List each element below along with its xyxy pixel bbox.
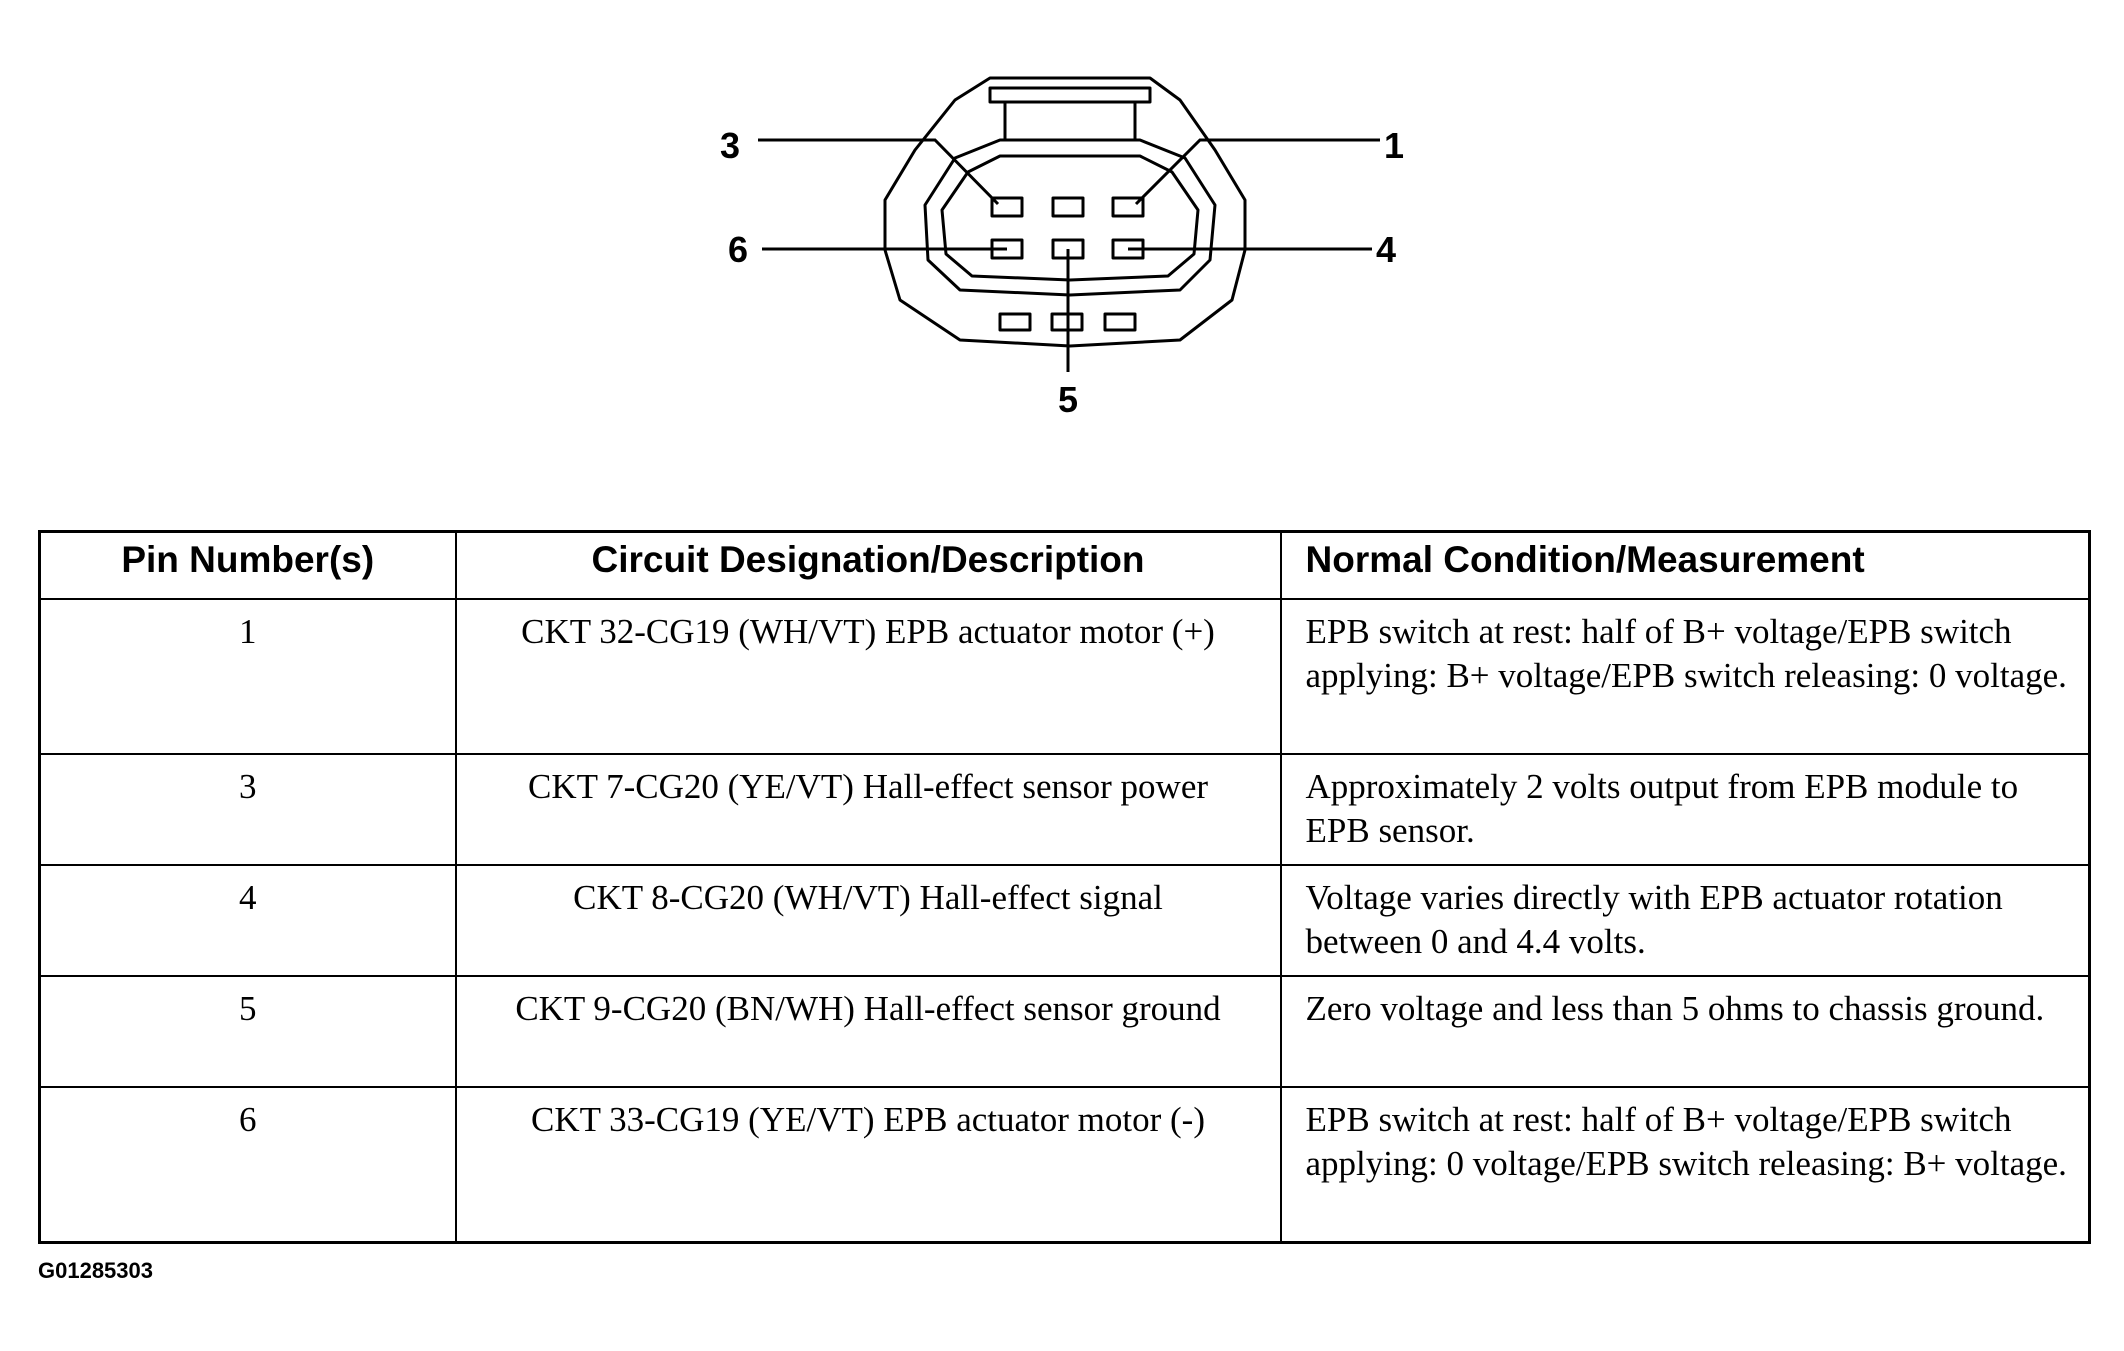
pin-label-1: 1 (1384, 125, 1404, 166)
pin-label-5: 5 (1058, 379, 1078, 420)
terminal-pin-3 (990, 196, 1024, 218)
pin-label-6: 6 (728, 229, 748, 270)
cell-condition: EPB switch at rest: half of B+ voltage/E… (1279, 598, 2091, 755)
header-normal-condition: Normal Condition/Measurement (1279, 530, 2091, 600)
cell-circuit: CKT 8-CG20 (WH/VT) Hall-effect signal (454, 864, 1282, 977)
table-row: 4 CKT 8-CG20 (WH/VT) Hall-effect signal … (38, 864, 2091, 977)
table-row: 6 CKT 33-CG19 (YE/VT) EPB actuator motor… (38, 1086, 2091, 1243)
cell-condition: Zero voltage and less than 5 ohms to cha… (1279, 975, 2091, 1088)
table-row: 1 CKT 32-CG19 (WH/VT) EPB actuator motor… (38, 598, 2091, 755)
cell-pin-number: 3 (38, 753, 457, 866)
cell-condition: Approximately 2 volts output from EPB mo… (1279, 753, 2091, 866)
connector-diagram: 3 1 6 4 5 (720, 76, 1404, 420)
header-circuit-designation: Circuit Designation/Description (454, 530, 1282, 600)
pin-circuit-table: Pin Number(s) Circuit Designation/Descri… (38, 530, 2091, 1244)
figure-id-label: G01285303 (38, 1258, 153, 1283)
connector-housing-outline (883, 76, 1247, 348)
connector-latch (988, 86, 1152, 104)
table-header-row: Pin Number(s) Circuit Designation/Descri… (38, 530, 2091, 600)
cell-circuit: CKT 33-CG19 (YE/VT) EPB actuator motor (… (454, 1086, 1282, 1243)
table-row: 3 CKT 7-CG20 (YE/VT) Hall-effect sensor … (38, 753, 2091, 866)
connector-cavity (923, 138, 1217, 297)
keying-slot-right (1103, 312, 1137, 332)
cell-circuit: CKT 9-CG20 (BN/WH) Hall-effect sensor gr… (454, 975, 1282, 1088)
leader-line-pin-1 (1134, 138, 1380, 206)
cell-pin-number: 4 (38, 864, 457, 977)
cell-pin-number: 1 (38, 598, 457, 755)
leader-line-pin-3 (758, 138, 1000, 206)
pin-label-4: 4 (1376, 229, 1396, 270)
connector-latch-base (1003, 100, 1137, 142)
cell-pin-number: 6 (38, 1086, 457, 1243)
terminal-pin-2 (1051, 196, 1085, 218)
cell-circuit: CKT 7-CG20 (YE/VT) Hall-effect sensor po… (454, 753, 1282, 866)
table-row: 5 CKT 9-CG20 (BN/WH) Hall-effect sensor … (38, 975, 2091, 1088)
pin-label-3: 3 (720, 125, 740, 166)
cell-circuit: CKT 32-CG19 (WH/VT) EPB actuator motor (… (454, 598, 1282, 755)
header-pin-number: Pin Number(s) (38, 530, 457, 600)
cell-condition: Voltage varies directly with EPB actuato… (1279, 864, 2091, 977)
keying-slot-left (998, 312, 1032, 332)
cell-condition: EPB switch at rest: half of B+ voltage/E… (1279, 1086, 2091, 1243)
connector-cavity-inner (940, 154, 1200, 282)
cell-pin-number: 5 (38, 975, 457, 1088)
terminal-pin-1 (1111, 196, 1145, 218)
